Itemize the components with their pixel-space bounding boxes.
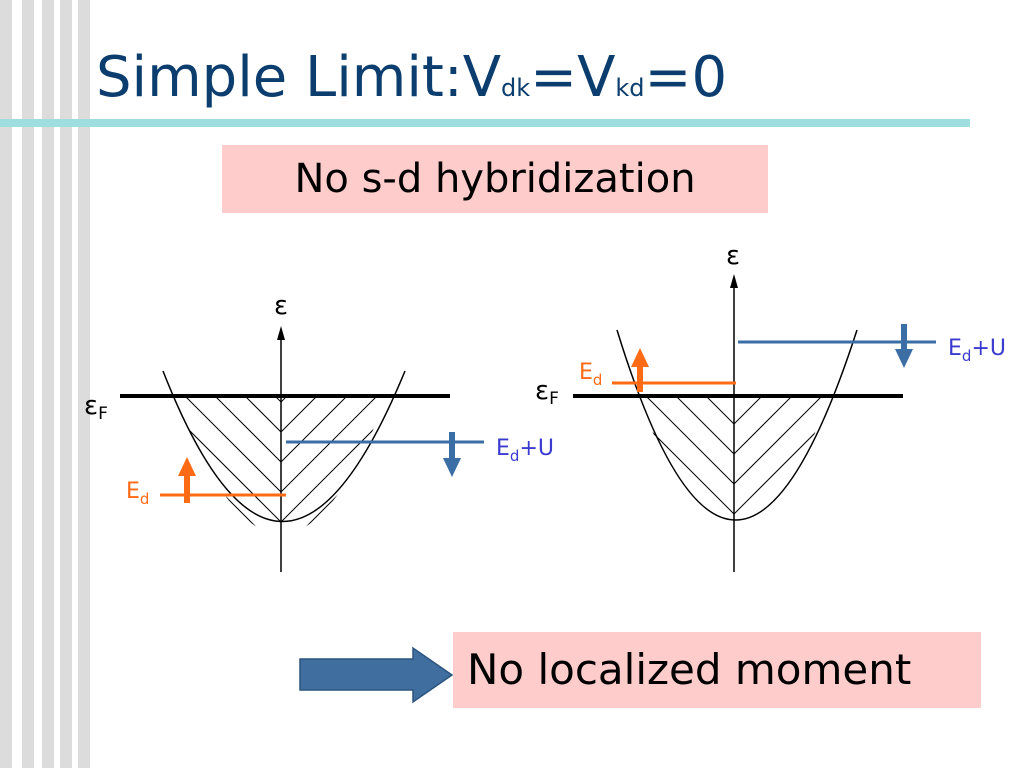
- conclusion-box: No localized moment: [453, 632, 981, 708]
- spin-down-arrow-icon: [895, 349, 913, 368]
- fermi-label: εF: [535, 376, 559, 409]
- epsilon-axis-label: ε: [726, 241, 740, 271]
- energy-axis-arrowhead: [277, 326, 285, 340]
- implication-arrow-icon: [299, 646, 454, 704]
- diagram-left: ε εF Ed Ed+U: [84, 291, 554, 572]
- title-underline: [0, 119, 970, 127]
- ed-label: Ed: [126, 479, 149, 508]
- spin-up-arrow-icon: [178, 457, 196, 476]
- band-parabola: [162, 370, 406, 522]
- slide-title: Simple Limit:Vdk=Vkd=0: [96, 45, 728, 110]
- hybridization-note: No s-d hybridization: [222, 145, 768, 213]
- edu-label: Ed+U: [948, 336, 1006, 365]
- energy-axis-arrowhead: [730, 274, 738, 288]
- decor-stripe: [0, 0, 12, 768]
- decor-stripe: [42, 0, 54, 768]
- ed-label: Ed: [579, 360, 602, 389]
- decor-stripe: [60, 0, 72, 768]
- spin-down-arrow-icon: [443, 458, 461, 477]
- spin-up-arrow-icon: [631, 348, 649, 367]
- edu-label: Ed+U: [496, 436, 554, 465]
- decor-stripe: [22, 0, 34, 768]
- epsilon-axis-label: ε: [274, 291, 288, 321]
- decor-stripe: [78, 0, 90, 768]
- diagram-right: ε εF Ed Ed+U: [535, 241, 1006, 572]
- fermi-label: εF: [84, 391, 108, 424]
- band-parabola: [616, 329, 858, 521]
